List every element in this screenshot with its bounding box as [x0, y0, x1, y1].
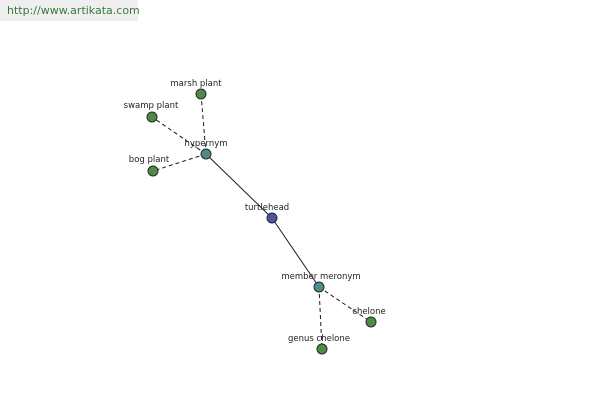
edges-layer — [151, 93, 372, 350]
edge-turtlehead-to-member-meronym — [271, 217, 320, 288]
node-dot-bog-plant[interactable] — [147, 165, 159, 177]
node-turtlehead[interactable]: turtlehead — [245, 203, 289, 224]
node-genus-chelone[interactable]: genus chelone — [288, 334, 350, 355]
node-dot-marsh-plant[interactable] — [195, 88, 207, 100]
edge-member-meronym-to-chelone — [318, 286, 372, 323]
node-chelone[interactable]: chelone — [352, 307, 386, 328]
node-dot-member-meronym[interactable] — [313, 281, 325, 293]
node-label-turtlehead: turtlehead — [245, 203, 289, 213]
node-dot-chelone[interactable] — [365, 316, 377, 328]
nodes-layer: turtlehead hypernym member meronym marsh pl… — [124, 79, 386, 355]
node-dot-swamp-plant[interactable] — [146, 111, 158, 123]
node-hypernym[interactable]: hypernym — [184, 139, 228, 160]
node-dot-hypernym[interactable] — [200, 148, 212, 160]
node-bog-plant[interactable]: bog plant — [129, 155, 170, 177]
edge-member-meronym-to-genus-chelone — [318, 286, 323, 350]
node-label-hypernym: hypernym — [184, 139, 227, 149]
node-label-member-meronym: member meronym — [281, 272, 360, 282]
node-swamp-plant[interactable]: swamp plant — [124, 101, 179, 123]
edge-turtlehead-to-hypernym — [205, 153, 273, 219]
node-dot-turtlehead[interactable] — [266, 212, 278, 224]
node-dot-genus-chelone[interactable] — [316, 343, 328, 355]
edge-hypernym-to-marsh-plant — [200, 93, 207, 155]
node-label-bog-plant: bog plant — [129, 155, 170, 165]
node-member-meronym[interactable]: member meronym — [281, 272, 361, 293]
node-label-swamp-plant: swamp plant — [124, 101, 179, 111]
watermark-url: http://www.artikata.com — [0, 0, 140, 21]
node-marsh-plant[interactable]: marsh plant — [170, 79, 222, 100]
node-label-marsh-plant: marsh plant — [170, 79, 222, 89]
edge-hypernym-to-bog-plant — [152, 153, 207, 172]
edge-hypernym-to-swamp-plant — [151, 116, 207, 155]
node-label-chelone: chelone — [352, 307, 385, 317]
node-label-genus-chelone: genus chelone — [288, 334, 350, 344]
